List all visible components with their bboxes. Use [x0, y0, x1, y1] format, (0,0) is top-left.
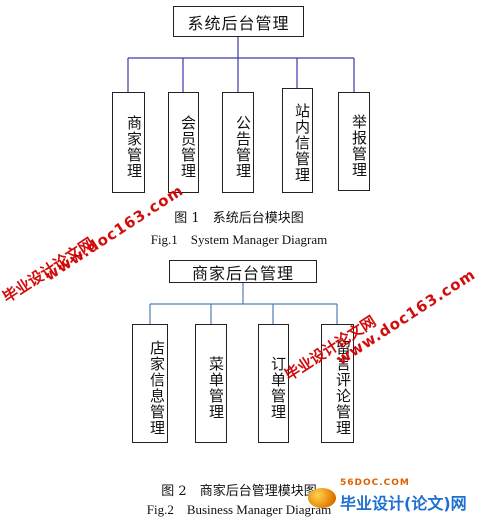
diagram1-child-member: 会员管理 [168, 92, 199, 193]
diagram1-child-report: 举报管理 [338, 92, 370, 191]
diagram1-caption-en: Fig.1 System Manager Diagram [150, 232, 328, 247]
diagram2-child-shop-info: 店家信息管理 [132, 324, 168, 443]
diagram1-child-notice: 公告管理 [222, 92, 254, 193]
diagram2-child-order: 订单管理 [258, 324, 289, 443]
logo-name: 毕业设计(论文)网 [340, 494, 467, 513]
diagram1-caption-cn: 图 1 系统后台模块图 [174, 211, 304, 226]
logo-domain: 56DOC.COM [340, 478, 410, 488]
diagram2-caption-cn: 图 2 商家后台管理模块图 [161, 484, 317, 499]
diagram1-connectors [127, 37, 355, 92]
diagram2-root-box: 商家后台管理 [169, 260, 317, 283]
diagram1-child-message: 站内信管理 [282, 88, 313, 193]
diagram2-caption-en: Fig.2 Business Manager Diagram [146, 502, 332, 517]
diagram2-connectors [149, 282, 338, 324]
site-logo: 56DOC.COM 毕业设计(论文)网 [300, 478, 475, 514]
diagram1-child-merchant: 商家管理 [112, 92, 145, 193]
diagram2-child-comment: 留言评论管理 [321, 324, 354, 443]
diagram2-child-menu: 菜单管理 [195, 324, 227, 443]
diagram1-root-box: 系统后台管理 [173, 6, 304, 37]
logo-ball-icon [308, 488, 336, 508]
